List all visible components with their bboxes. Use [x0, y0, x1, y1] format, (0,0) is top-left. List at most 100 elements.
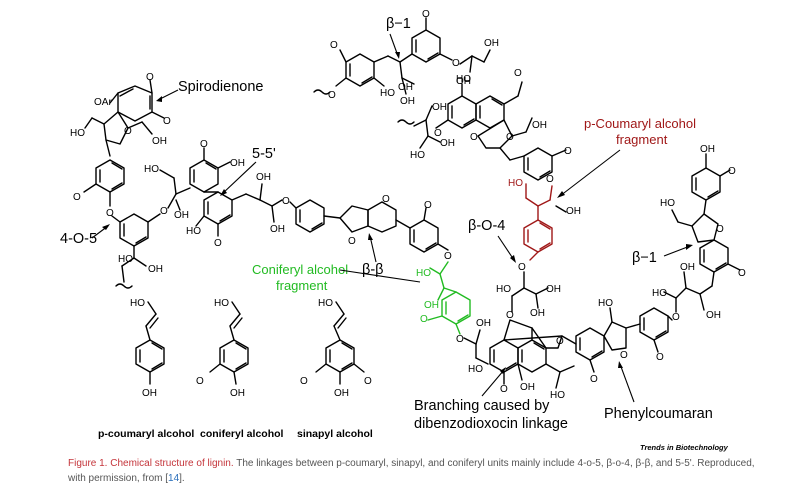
svg-text:HO: HO [550, 390, 565, 401]
svg-text:O: O [444, 251, 452, 262]
svg-text:HO: HO [508, 178, 523, 189]
svg-text:OH: OH [706, 310, 721, 321]
svg-text:OH: OH [334, 388, 349, 399]
svg-text:O: O [590, 374, 598, 385]
svg-text:OH: OH [476, 318, 491, 329]
svg-text:HO: HO [456, 74, 471, 85]
coniferyl-fragment-structure: HO OH O O [416, 261, 471, 345]
caption-title: Figure 1. Chemical structure of lignin. [68, 458, 234, 469]
arrow-coumaryl [559, 149, 621, 197]
svg-text:HO: HO [70, 128, 85, 139]
upper-middle-chain: OH HO OH [397, 102, 455, 161]
svg-text:HO: HO [410, 150, 425, 161]
svg-text:OH: OH [432, 102, 447, 113]
svg-text:OH: OH [532, 120, 547, 131]
left-aryl-ring-1: O O [73, 159, 125, 219]
svg-text:O: O [300, 376, 308, 387]
upper-left-b1-units: O O OH HO OH OH O O HO [313, 9, 499, 107]
figure-caption: Figure 1. Chemical structure of lignin. … [68, 456, 758, 486]
label-b1-right: β−1 [632, 250, 657, 266]
monomer-coniferyl: HO O OH [196, 298, 249, 399]
arrow-b1-right [663, 245, 691, 257]
svg-text:OH: OH [256, 172, 271, 183]
ome-text: O [163, 116, 171, 127]
svg-text:O: O [546, 174, 554, 185]
label-spirodienone: Spirodienone [178, 79, 263, 95]
label-4o5: 4-O-5 [60, 231, 97, 247]
svg-text:OH: OH [456, 76, 471, 87]
svg-text:O: O [434, 128, 442, 139]
svg-text:O: O [424, 200, 432, 211]
svg-text:O: O [564, 146, 572, 157]
svg-text:O: O [514, 68, 522, 79]
svg-text:O: O [500, 384, 508, 395]
monomer-name-coumaryl: p-coumaryl alcohol [98, 428, 194, 440]
label-bo4: β-O-4 [468, 218, 505, 234]
arrow-bb [369, 235, 377, 263]
svg-text:OH: OH [400, 96, 415, 107]
svg-text:OH: OH [174, 210, 189, 221]
coumaryl-fragment-structure: HO O OH [508, 174, 581, 261]
label-coumaryl-fragment-2: fragment [616, 132, 668, 147]
svg-text:O: O [200, 139, 208, 150]
svg-text:O: O [620, 350, 628, 361]
svg-text:OH: OH [424, 300, 439, 311]
svg-text:HO: HO [214, 298, 229, 309]
arrow-phenylcoumaran [619, 363, 635, 403]
monomer-name-sinapyl: sinapyl alcohol [297, 428, 373, 440]
svg-text:O: O [738, 268, 746, 279]
label-coumaryl-fragment-1: p-Coumaryl alcohol [584, 116, 696, 131]
svg-text:HO: HO [130, 298, 145, 309]
svg-text:HO: HO [380, 88, 395, 99]
svg-text:O: O [124, 126, 132, 137]
svg-text:O: O [348, 236, 356, 247]
svg-text:O: O [73, 192, 81, 203]
monomer-sinapyl: HO O O OH [300, 298, 372, 399]
svg-text:O: O [214, 238, 222, 249]
oar-text: OAr [94, 97, 112, 108]
svg-text:OH: OH [148, 264, 163, 275]
svg-text:O: O [364, 376, 372, 387]
left-chain: HO OH [144, 164, 191, 221]
biphenyl-55-unit: O OH HO O [186, 139, 247, 249]
svg-text:O: O [282, 196, 290, 207]
svg-text:O: O [382, 194, 390, 205]
svg-text:HO: HO [468, 364, 483, 375]
monomer-p-coumaryl: HO OH [130, 298, 165, 399]
svg-text:OH: OH [680, 262, 695, 273]
svg-text:OH: OH [484, 38, 499, 49]
label-phenylcoumaran: Phenylcoumaran [604, 406, 713, 422]
caption-ref-link[interactable]: 14 [168, 473, 180, 484]
svg-text:O: O [506, 310, 514, 321]
journal-badge: Trends in Biotechnology [640, 443, 729, 452]
label-b1-top: β−1 [386, 16, 411, 32]
label-coniferyl-fragment-1: Coniferyl alcohol [252, 262, 348, 277]
svg-text:O: O [728, 166, 736, 177]
caption-body: The linkages between p-coumaryl, sinapyl… [68, 458, 755, 484]
svg-text:OH: OH [152, 136, 167, 147]
middle-chain: OH OH O [245, 172, 290, 235]
svg-text:O: O [160, 206, 168, 217]
right-glycerol-chain: OH HO OH O [652, 262, 721, 323]
svg-text:OH: OH [440, 138, 455, 149]
svg-text:OH: OH [700, 144, 715, 155]
svg-text:HO: HO [416, 268, 431, 279]
bo4-middle-unit: HO OH OH O [496, 262, 561, 319]
svg-text:HO: HO [660, 198, 675, 209]
svg-text:O: O [716, 224, 724, 235]
svg-text:O: O [106, 208, 114, 219]
label-bb: β-β [362, 262, 384, 278]
svg-text:O: O [656, 352, 664, 363]
svg-text:O: O [328, 90, 336, 101]
svg-text:OH: OH [398, 82, 413, 93]
arrow-bo4 [497, 235, 515, 261]
label-55: 5-5' [252, 146, 276, 162]
svg-text:HO: HO [598, 298, 613, 309]
left-aryl-ring-2: O HO OH [111, 206, 168, 289]
svg-text:OH: OH [270, 224, 285, 235]
svg-text:OH: OH [566, 206, 581, 217]
carbonyl-o: O [146, 72, 154, 83]
svg-text:O: O [330, 40, 338, 51]
bo4-lower-chain: OH HO [463, 318, 491, 375]
